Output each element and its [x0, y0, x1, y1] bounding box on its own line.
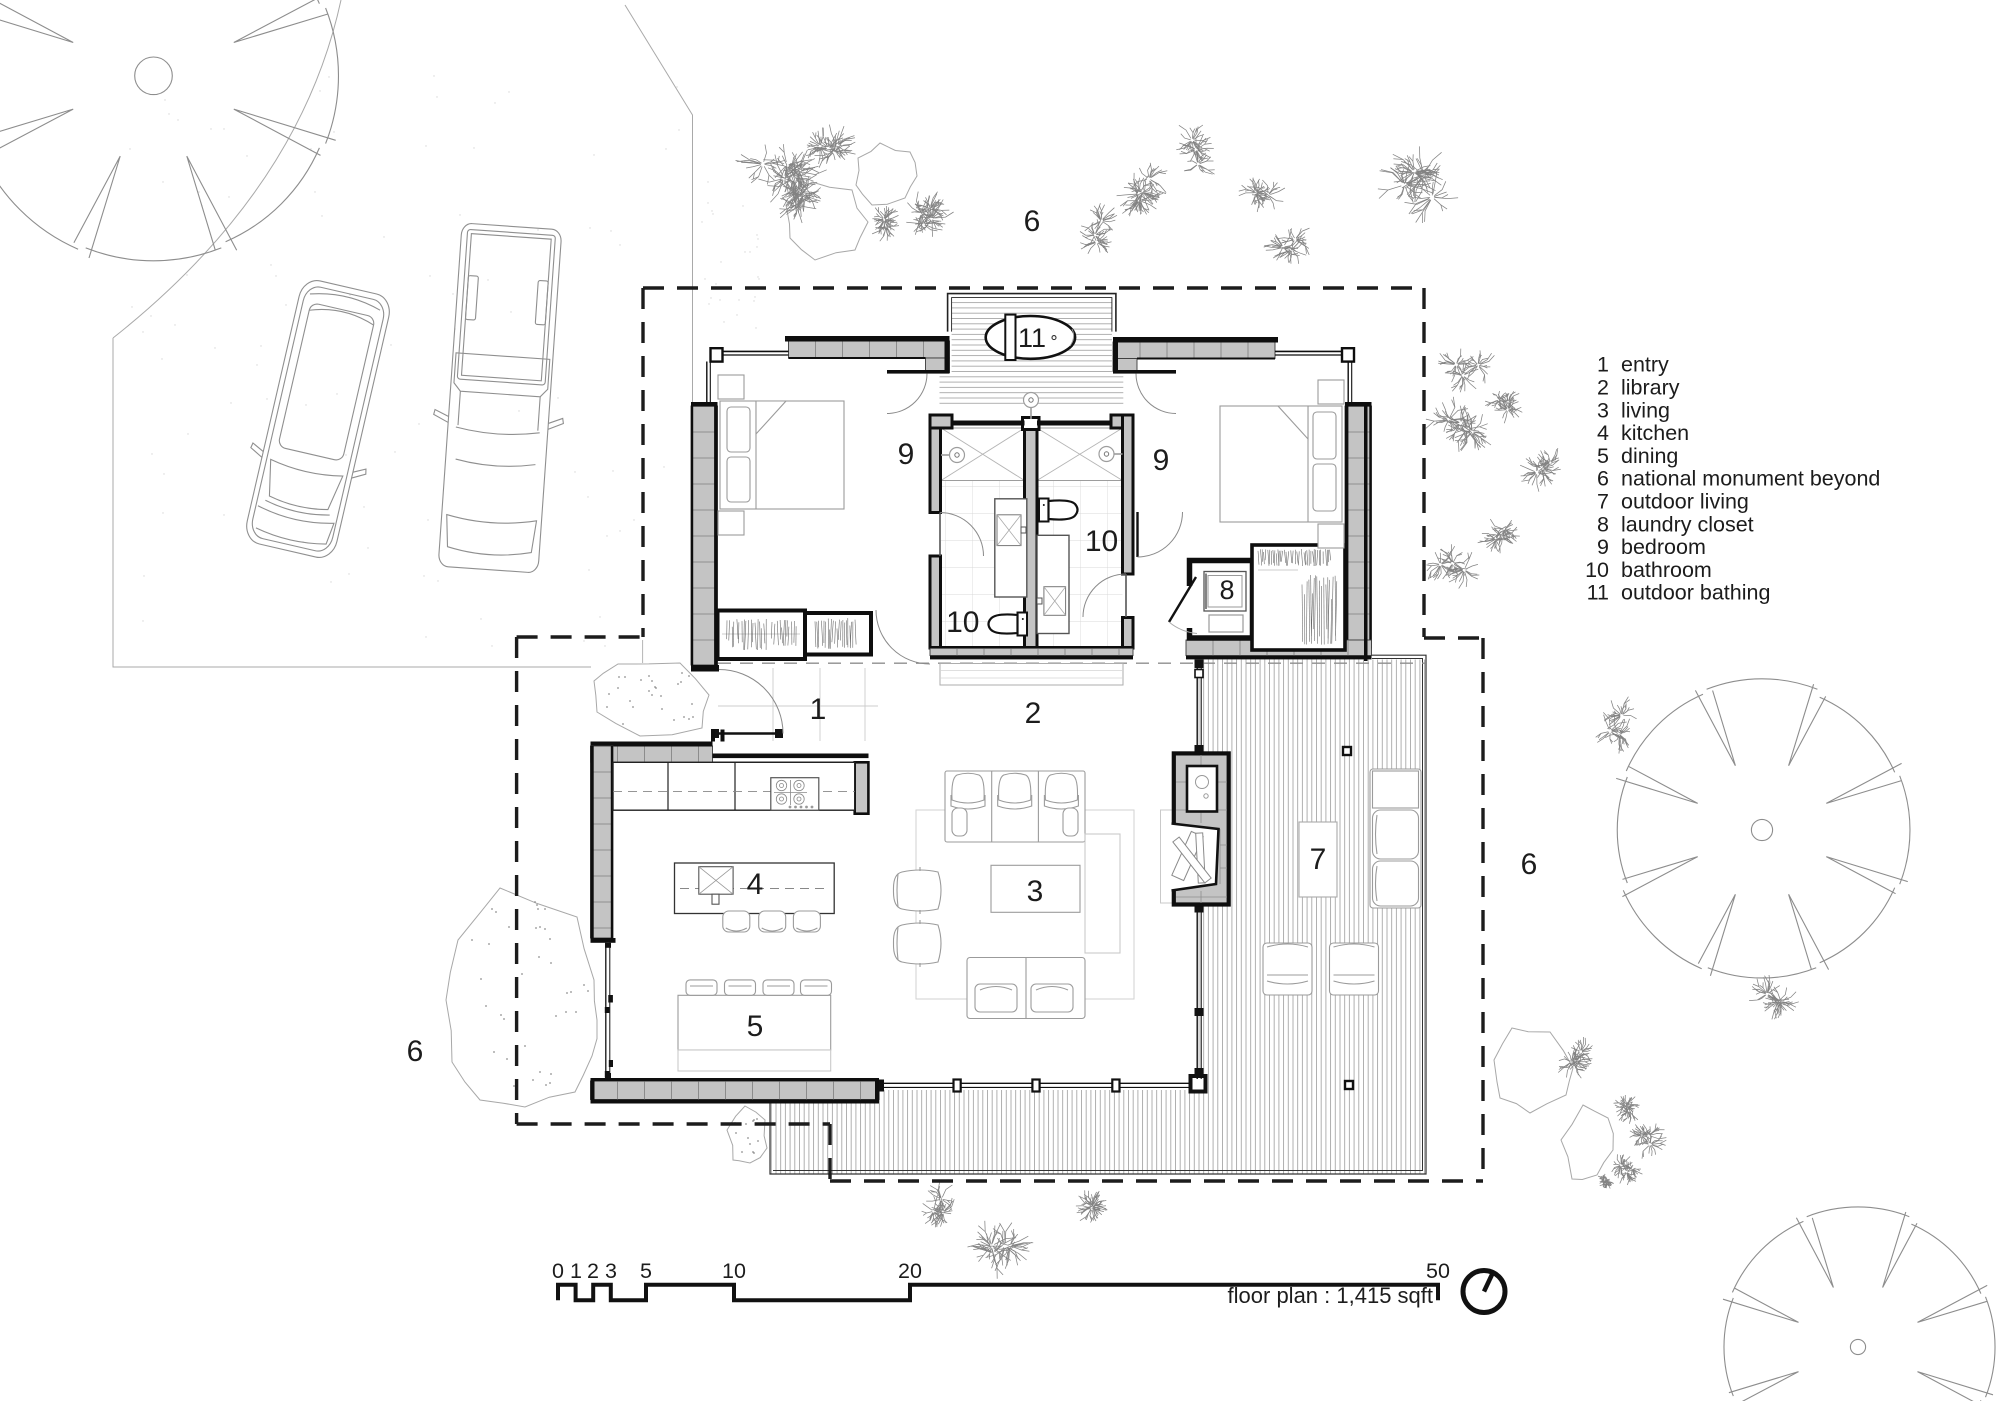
- svg-text:entry: entry: [1621, 353, 1669, 377]
- svg-text:50: 50: [1426, 1259, 1450, 1283]
- svg-text:6: 6: [1024, 205, 1041, 238]
- svg-text:7: 7: [1310, 843, 1327, 876]
- svg-text:laundry closet: laundry closet: [1621, 512, 1754, 536]
- svg-text:5: 5: [747, 1010, 764, 1043]
- svg-text:7: 7: [1597, 490, 1609, 514]
- svg-text:dining: dining: [1621, 444, 1678, 468]
- svg-text:4: 4: [747, 868, 764, 901]
- svg-text:10: 10: [722, 1259, 746, 1283]
- svg-text:8: 8: [1219, 575, 1234, 605]
- svg-text:9: 9: [1153, 444, 1170, 477]
- svg-text:11: 11: [1587, 581, 1609, 605]
- svg-text:2: 2: [1025, 697, 1042, 730]
- svg-text:3: 3: [605, 1259, 617, 1283]
- svg-text:5: 5: [1597, 444, 1609, 468]
- svg-text:2: 2: [1597, 376, 1609, 400]
- svg-text:0: 0: [552, 1259, 564, 1283]
- svg-text:9: 9: [1597, 535, 1609, 559]
- svg-text:1: 1: [570, 1259, 582, 1283]
- svg-text:3: 3: [1597, 398, 1609, 422]
- svg-text:3: 3: [1027, 875, 1044, 908]
- svg-text:national monument beyond: national monument beyond: [1621, 467, 1880, 491]
- svg-text:bedroom: bedroom: [1621, 535, 1706, 559]
- svg-text:1: 1: [1597, 353, 1609, 377]
- svg-text:5: 5: [640, 1259, 652, 1283]
- svg-text:10: 10: [1085, 525, 1118, 558]
- svg-text:6: 6: [1521, 848, 1538, 881]
- svg-text:1: 1: [810, 693, 827, 726]
- svg-text:bathroom: bathroom: [1621, 558, 1712, 582]
- svg-text:4: 4: [1597, 421, 1609, 445]
- svg-text:11: 11: [1018, 323, 1046, 353]
- svg-text:8: 8: [1597, 512, 1609, 536]
- svg-text:10: 10: [946, 606, 979, 639]
- svg-text:2: 2: [587, 1259, 599, 1283]
- svg-text:floor plan : 1,415 sqft: floor plan : 1,415 sqft: [1228, 1283, 1433, 1308]
- svg-text:library: library: [1621, 376, 1680, 400]
- svg-text:outdoor bathing: outdoor bathing: [1621, 581, 1770, 605]
- svg-text:6: 6: [407, 1035, 424, 1068]
- svg-text:kitchen: kitchen: [1621, 421, 1689, 445]
- svg-text:10: 10: [1585, 558, 1609, 582]
- svg-text:20: 20: [898, 1259, 922, 1283]
- svg-text:9: 9: [898, 438, 915, 471]
- svg-text:living: living: [1621, 398, 1670, 422]
- svg-text:outdoor living: outdoor living: [1621, 490, 1749, 514]
- svg-text:6: 6: [1597, 467, 1609, 491]
